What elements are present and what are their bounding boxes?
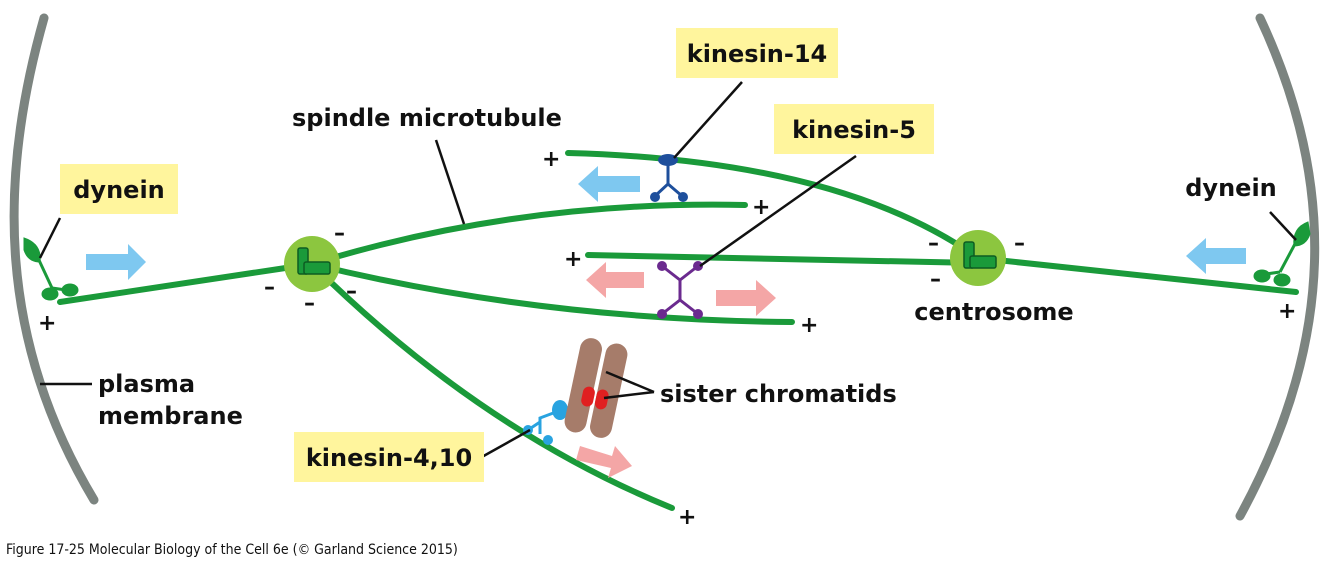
label-dynein-right: dynein — [1185, 174, 1277, 202]
arrow-kinesin-5-left — [586, 262, 644, 298]
arrow-dynein-right — [1186, 238, 1246, 274]
centrosome-right — [950, 230, 1006, 286]
arrows — [86, 166, 1246, 478]
label-membrane: membrane — [98, 402, 243, 430]
astral-microtubule-left — [57, 261, 315, 305]
astral-microtubule-right — [975, 255, 1299, 295]
arrow-kinesin-5-right — [716, 280, 776, 316]
plasma-membrane-left — [9, 13, 99, 505]
label-boxes — [60, 28, 934, 482]
spindle-microtubule-lower-left — [309, 261, 795, 325]
arrow-kinesin-14 — [578, 166, 640, 202]
kinesin-4-10-motor — [523, 400, 568, 445]
minus-sign: – — [304, 291, 315, 316]
leader-lines — [38, 81, 1297, 460]
label-kinesin-5: kinesin-5 — [792, 116, 916, 144]
dynein-motor-left — [23, 237, 79, 301]
minus-sign: – — [928, 231, 939, 256]
minus-sign: – — [334, 221, 345, 246]
minus-sign: – — [1014, 231, 1025, 256]
label-sister-chromatids: sister chromatids — [660, 380, 897, 408]
spindle-microtubule-upper-left — [309, 201, 748, 267]
label-kinesin-4-10: kinesin-4,10 — [306, 444, 472, 472]
spindle-microtubule-upper-right — [565, 150, 981, 261]
kinetochore-microtubule — [309, 261, 675, 511]
polarity-signs: + + + + + + + – – – – – – – — [38, 147, 1296, 530]
label-spindle-microtubule: spindle microtubule — [292, 104, 562, 132]
figure-caption: Figure 17-25 Molecular Biology of the Ce… — [6, 542, 458, 558]
plus-sign: + — [1278, 299, 1296, 324]
label-centrosome: centrosome — [914, 298, 1073, 326]
arrow-kinesin-4-10 — [576, 446, 632, 478]
plus-sign: + — [38, 311, 56, 336]
plus-sign: + — [800, 313, 818, 338]
label-kinesin-14: kinesin-14 — [687, 40, 828, 68]
kinesin-14-motor — [650, 154, 688, 202]
dynein-motor-right — [1253, 221, 1311, 287]
plus-sign: + — [542, 147, 560, 172]
plus-sign: + — [564, 247, 582, 272]
plus-sign: + — [678, 505, 696, 530]
minus-sign: – — [346, 279, 357, 304]
arrow-dynein-left — [86, 244, 146, 280]
centrosome-left — [284, 236, 340, 292]
label-plasma: plasma — [98, 370, 195, 398]
microtubules — [57, 150, 1299, 511]
kinesin-5-motor — [657, 261, 703, 319]
plasma-membrane-right — [1235, 13, 1320, 521]
plus-sign: + — [752, 195, 770, 220]
minus-sign: – — [930, 267, 941, 292]
minus-sign: – — [264, 275, 275, 300]
spindle-microtubule-middle-right — [585, 252, 981, 266]
label-dynein-left: dynein — [73, 176, 165, 204]
sister-chromatids — [564, 338, 628, 438]
